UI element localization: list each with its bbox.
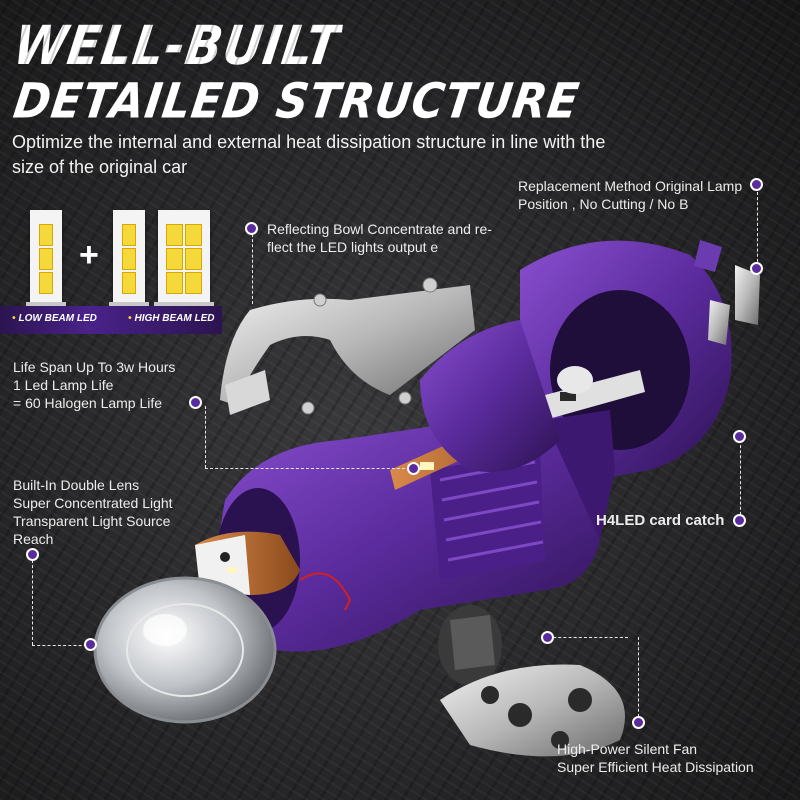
page-subtitle: Optimize the internal and external heat … bbox=[12, 132, 606, 177]
double-lens bbox=[93, 576, 277, 724]
replacement-leader-line bbox=[757, 192, 758, 267]
fan-leader-h bbox=[548, 637, 628, 638]
lens-leader-h bbox=[32, 645, 92, 646]
fan-leader-v bbox=[638, 637, 639, 722]
card-catch-target-dot bbox=[733, 430, 746, 443]
plus-sign: + bbox=[79, 236, 99, 274]
lifespan-line-3: = 60 Halogen Lamp Life bbox=[13, 395, 163, 411]
bowl-dot bbox=[245, 222, 258, 235]
lens-leader-v bbox=[32, 560, 33, 645]
replacement-dot bbox=[750, 178, 763, 191]
low-beam-label: •LOW BEAM LED bbox=[12, 313, 97, 324]
bowl-leader-line bbox=[252, 234, 253, 304]
lifespan-leader-h bbox=[205, 468, 415, 469]
lifespan-leader-v bbox=[205, 406, 206, 468]
low-beam-chip-icon-2 bbox=[109, 210, 149, 308]
card-catch-dot bbox=[733, 514, 746, 527]
cooling-fan bbox=[438, 605, 625, 757]
card-catch-callout: H4LED card catch bbox=[596, 512, 725, 529]
fan-target-dot bbox=[541, 631, 554, 644]
lifespan-line-1: Life Span Up To 3w Hours bbox=[13, 359, 176, 375]
lens-line-3: Transparent Light Source bbox=[13, 513, 171, 529]
fan-line-1: High-Power Silent Fan bbox=[557, 741, 698, 757]
lens-holder bbox=[195, 531, 352, 611]
lens-dot bbox=[26, 548, 39, 561]
lifespan-line-2: 1 Led Lamp Life bbox=[13, 377, 114, 393]
lens-target-dot bbox=[84, 638, 97, 651]
high-beam-chip-icon bbox=[154, 210, 214, 308]
high-beam-label: •HIGH BEAM LED bbox=[128, 313, 215, 324]
rear-cap bbox=[420, 320, 593, 472]
replacement-callout: Replacement Method Original Lamp Positio… bbox=[518, 178, 743, 212]
reflecting-bowl bbox=[220, 277, 475, 415]
beam-label-bar bbox=[0, 306, 222, 334]
lens-line-4: Reach bbox=[13, 531, 54, 547]
lifespan-dot bbox=[189, 396, 202, 409]
fan-line-2: Super Efficient Heat Dissipation bbox=[557, 759, 754, 775]
fan-dot bbox=[632, 716, 645, 729]
lens-line-1: Built-In Double Lens bbox=[13, 477, 140, 493]
heatsink-body bbox=[214, 410, 615, 652]
reflecting-bowl-callout: Reflecting Bowl Concentrate and re- flec… bbox=[267, 221, 492, 255]
low-beam-chip-icon bbox=[26, 210, 66, 308]
card-catch-leader bbox=[740, 440, 741, 520]
lifespan-target-dot bbox=[407, 462, 420, 475]
lens-line-2: Super Concentrated Light bbox=[13, 495, 173, 511]
replacement-target-dot bbox=[750, 262, 763, 275]
